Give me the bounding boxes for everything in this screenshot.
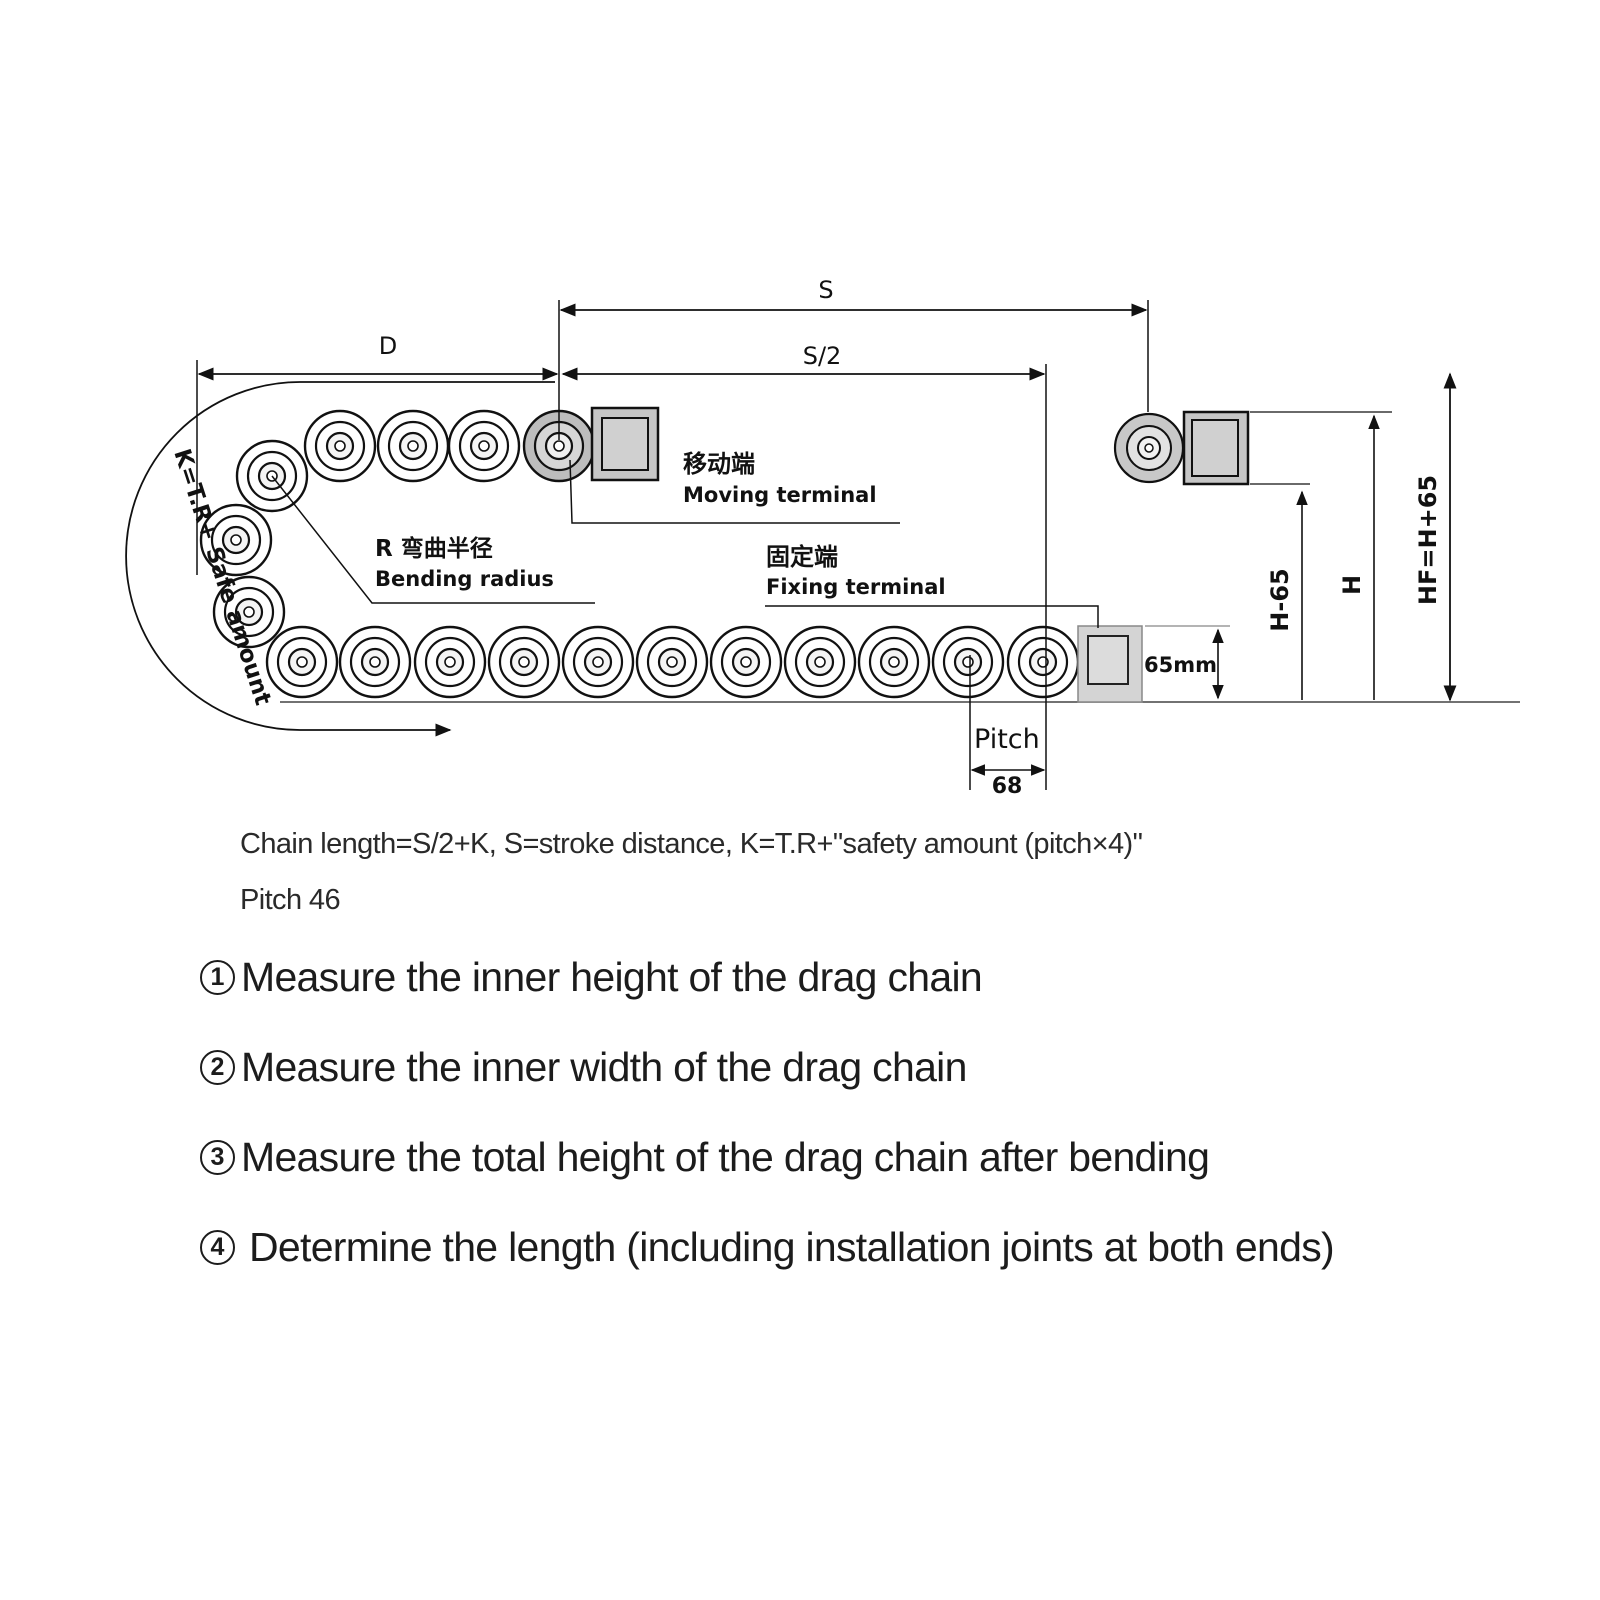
measurement-steps: 1 Measure the inner height of the drag c… bbox=[200, 954, 1335, 1315]
step-text: Measure the total height of the drag cha… bbox=[241, 1134, 1210, 1180]
chain-link bbox=[303, 409, 377, 483]
dim-d-label: D bbox=[379, 332, 397, 360]
chain-link bbox=[447, 409, 521, 483]
step-number: 3 bbox=[200, 1140, 235, 1175]
fixing-terminal-en: Fixing terminal bbox=[766, 575, 946, 599]
chain-link bbox=[931, 625, 1005, 699]
step-number: 2 bbox=[200, 1050, 235, 1085]
step-2: 2 Measure the inner width of the drag ch… bbox=[200, 1044, 1334, 1090]
chain-link bbox=[199, 503, 273, 577]
chain-link bbox=[413, 625, 487, 699]
moving-terminal-en: Moving terminal bbox=[683, 483, 877, 507]
chain-link bbox=[265, 625, 339, 699]
moving-terminal-leader bbox=[569, 459, 900, 524]
pitch-note: Pitch 46 bbox=[240, 884, 341, 916]
fixing-terminal-bracket-inner bbox=[1087, 635, 1129, 685]
bending-radius-en: Bending radius bbox=[375, 567, 554, 591]
dim-hf-label: HF=H+65 bbox=[1414, 475, 1442, 605]
dim-h-label: H bbox=[1338, 575, 1366, 595]
chain-link bbox=[376, 409, 450, 483]
chain-link bbox=[212, 575, 286, 649]
moving-terminal-bracket-inner bbox=[601, 417, 649, 471]
chain-link bbox=[487, 625, 561, 699]
dim-h-minus-label: H-65 bbox=[1266, 568, 1294, 631]
chain-link bbox=[709, 625, 783, 699]
drag-chain-diagram: S D S/2 K=T.R+ Safe amount 移动端 Moving te… bbox=[125, 276, 1520, 799]
chain-link bbox=[1006, 625, 1080, 699]
fixing-terminal-leader bbox=[765, 605, 1099, 628]
step-text: Measure the inner height of the drag cha… bbox=[241, 954, 983, 1000]
dim-s-label: S bbox=[818, 276, 833, 304]
chain-links bbox=[199, 409, 1080, 699]
step-number: 4 bbox=[200, 1230, 235, 1265]
chain-length-formula: Chain length=S/2+K, S=stroke distance, K… bbox=[240, 828, 1143, 860]
step-text: Determine the length (including installa… bbox=[249, 1224, 1335, 1270]
step-3: 3 Measure the total height of the drag c… bbox=[200, 1134, 1334, 1180]
step-number: 1 bbox=[200, 960, 235, 995]
chain-link bbox=[635, 625, 709, 699]
dim-s-half-label: S/2 bbox=[803, 342, 842, 370]
chain-link bbox=[783, 625, 857, 699]
step-1: 1 Measure the inner height of the drag c… bbox=[200, 954, 1334, 1000]
step-4: 4 Determine the length (including instal… bbox=[200, 1224, 1335, 1270]
step-text: Measure the inner width of the drag chai… bbox=[241, 1044, 967, 1090]
pitch-label: Pitch bbox=[974, 724, 1040, 755]
chain-link bbox=[522, 409, 596, 483]
pitch-value: 68 bbox=[992, 774, 1023, 799]
bending-radius-cn: R 弯曲半径 bbox=[375, 535, 493, 562]
chain-link bbox=[338, 625, 412, 699]
chain-link bbox=[561, 625, 635, 699]
link-height-label: 65mm bbox=[1144, 653, 1217, 677]
safe-amount-arc bbox=[125, 381, 555, 737]
chain-link bbox=[857, 625, 931, 699]
moving-terminal-cn: 移动端 bbox=[683, 450, 755, 478]
fixing-terminal-cn: 固定端 bbox=[766, 543, 838, 571]
bending-radius-leader bbox=[271, 475, 595, 604]
